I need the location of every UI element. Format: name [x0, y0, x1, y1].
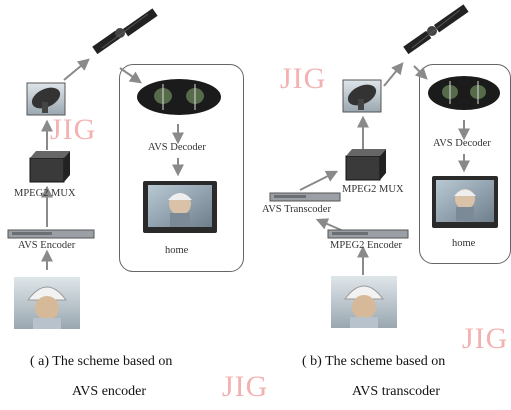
mux-box-icon-right — [345, 149, 386, 181]
transcoder-device-icon — [269, 192, 341, 202]
tv-icon-right — [432, 176, 498, 228]
caption-b-line1: ( b) The scheme based on — [302, 354, 446, 369]
receiver-icon-left — [137, 79, 221, 115]
caption-a-line1: ( a) The scheme based on — [30, 354, 173, 369]
satellite-icon-left — [92, 8, 158, 55]
mpeg2-encoder-device-icon — [327, 229, 409, 239]
satellite-icon-right — [403, 4, 469, 55]
watermark-middle: JIG — [280, 62, 327, 95]
satellite-dish-icon-left — [26, 82, 66, 116]
receiver-icon-right — [428, 76, 500, 110]
satellite-dish-icon-right — [342, 79, 382, 113]
label-avs-transcoder: AVS Transcoder — [262, 204, 331, 215]
label-avs-decoder-left: AVS Decoder — [148, 142, 206, 153]
label-mpeg2-mux-left: MPEG2 MUX — [14, 188, 76, 199]
label-home-right: home — [452, 238, 476, 249]
source-photo-left — [14, 277, 80, 329]
label-avs-decoder-right: AVS Decoder — [433, 138, 491, 149]
label-mpeg2-encoder: MPEG2 Encoder — [330, 240, 403, 251]
tv-icon-left — [143, 181, 217, 233]
watermark-left-top: JIG — [50, 113, 97, 146]
watermark-right-bottom: JIG — [462, 322, 509, 355]
encoder-device-icon-left — [7, 229, 95, 239]
caption-b-line2: AVS transcoder — [352, 384, 441, 399]
watermark-bottom: JIG — [222, 370, 269, 403]
caption-a-line2: AVS encoder — [72, 384, 147, 399]
label-avs-encoder-left: AVS Encoder — [18, 240, 76, 251]
label-mpeg2-mux-right: MPEG2 MUX — [342, 184, 404, 195]
source-photo-right — [331, 276, 397, 328]
mux-box-icon-left — [29, 151, 70, 183]
label-home-left: home — [165, 245, 189, 256]
